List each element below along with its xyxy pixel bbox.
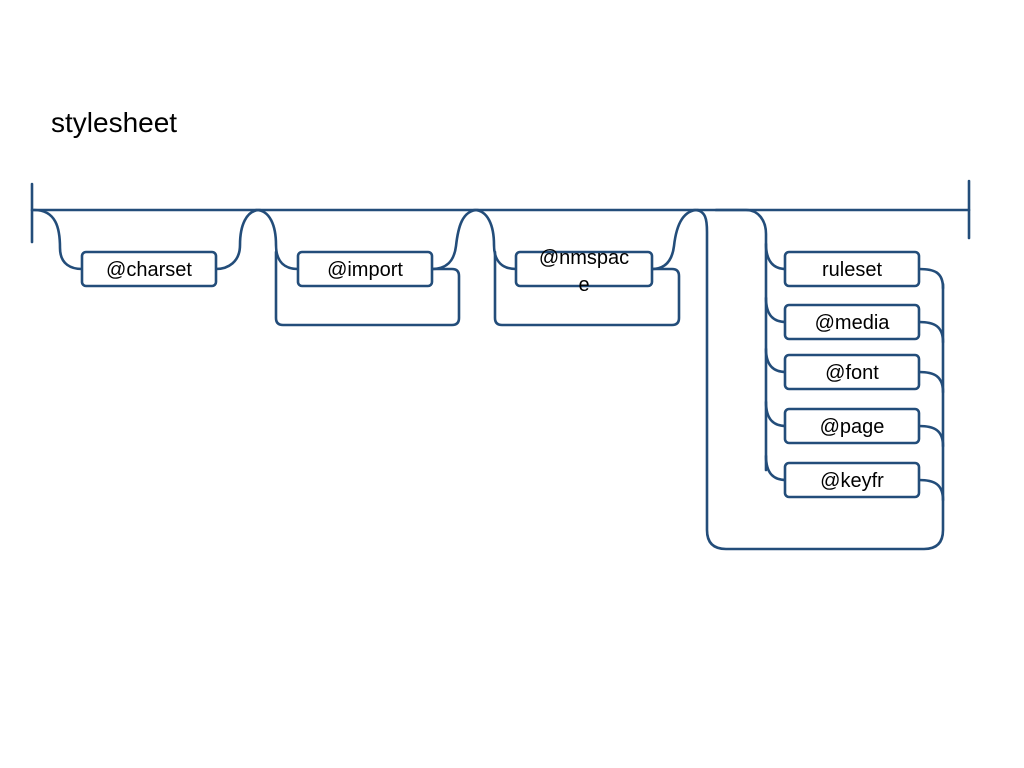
keyframes-node: @keyfr bbox=[783, 461, 921, 499]
ruleset-node-label: ruleset bbox=[822, 259, 882, 281]
media-branch-in bbox=[764, 296, 788, 324]
font-branch-in bbox=[764, 347, 788, 374]
charset-node-box bbox=[80, 250, 218, 288]
charset-branch-out bbox=[214, 208, 262, 271]
media-branch-out bbox=[917, 320, 945, 344]
font-node-label: @font bbox=[825, 362, 879, 384]
media-node-box bbox=[783, 303, 921, 341]
rules-outer-loop bbox=[692, 208, 945, 551]
import-node: @import bbox=[296, 250, 434, 288]
charset-branch-in bbox=[32, 208, 84, 271]
media-node-label: @media bbox=[815, 312, 891, 334]
media-node: @media bbox=[783, 303, 921, 341]
keyframes-node-label: @keyfr bbox=[820, 470, 884, 492]
charset-node: @charset bbox=[80, 250, 218, 288]
import-loop bbox=[274, 250, 461, 327]
page-node: @page bbox=[783, 407, 921, 445]
namespace-branch-in bbox=[472, 208, 518, 271]
ruleset-node: ruleset bbox=[783, 250, 921, 288]
keyframes-node-box bbox=[783, 461, 921, 499]
diagram-title: stylesheet bbox=[51, 107, 178, 138]
namespace-branch-out bbox=[650, 208, 700, 271]
page-node-box bbox=[783, 407, 921, 445]
keyframes-branch-in bbox=[764, 454, 788, 482]
font-node-box bbox=[783, 353, 921, 391]
namespace-node-label-line1: @nmspac bbox=[539, 247, 629, 269]
namespace-loop bbox=[493, 250, 681, 327]
font-node: @font bbox=[783, 353, 921, 391]
keyframes-branch-out bbox=[917, 478, 945, 502]
font-branch-out bbox=[917, 370, 945, 394]
import-branch-in bbox=[254, 208, 300, 271]
namespace-node-label-line2: e bbox=[578, 274, 589, 296]
rules-fork-trunk bbox=[714, 208, 768, 472]
page-node-label: @page bbox=[820, 416, 885, 438]
charset-node-label: @charset bbox=[106, 259, 192, 281]
import-node-box bbox=[296, 250, 434, 288]
namespace-node: @nmspac e bbox=[514, 247, 654, 296]
ruleset-branch-out bbox=[917, 267, 945, 290]
ruleset-branch-in bbox=[764, 242, 788, 271]
import-node-label: @import bbox=[327, 259, 403, 281]
ruleset-node-box bbox=[783, 250, 921, 288]
page-branch-in bbox=[764, 400, 788, 428]
page-branch-out bbox=[917, 424, 945, 448]
namespace-node-box bbox=[514, 250, 654, 288]
import-branch-out bbox=[430, 208, 480, 271]
